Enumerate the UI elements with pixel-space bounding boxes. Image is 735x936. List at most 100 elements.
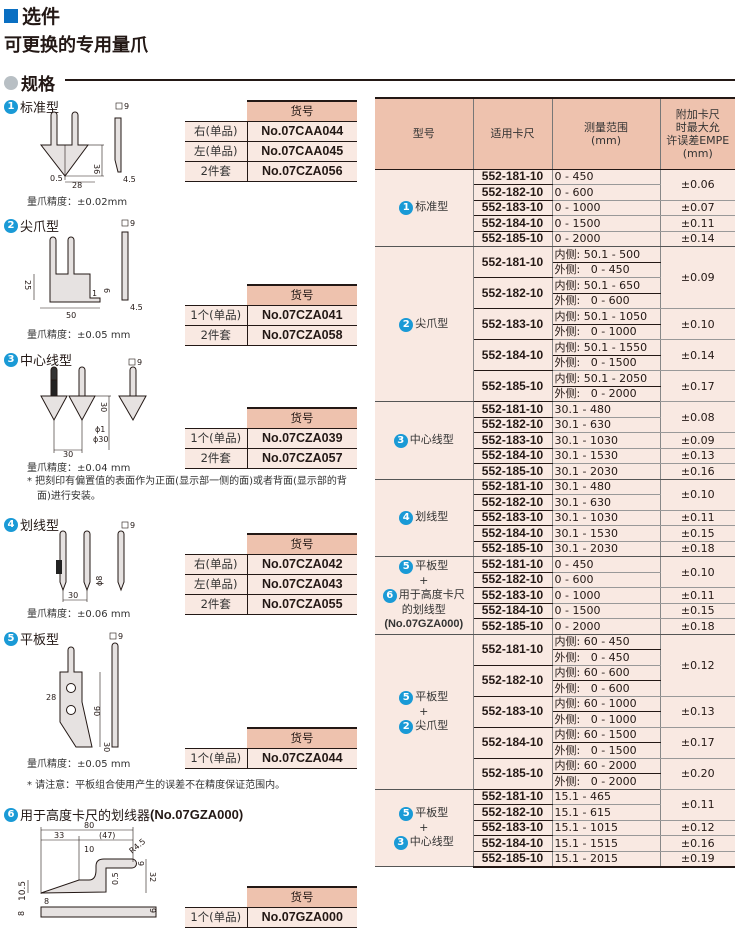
caliper-model: 552-185-10	[473, 541, 553, 557]
caliper-model: 552-184-10	[473, 835, 553, 852]
measuring-range: 0 - 600	[552, 572, 661, 588]
table-row: 外侧: 0 - 1000	[375, 324, 735, 340]
max-permissible-error: ±0.17	[660, 727, 735, 759]
dim-label: 30	[99, 402, 108, 412]
max-permissible-error: ±0.16	[660, 835, 735, 852]
measuring-range: 内侧: 50.1 - 500	[552, 246, 661, 263]
caliper-model: 552-184-10	[473, 215, 553, 232]
dim-label: 30	[102, 742, 111, 752]
max-permissible-error: ±0.06	[660, 169, 735, 201]
centerline-jaw-diagram: 9 30 ϕ1 ϕ30 30	[40, 358, 147, 458]
measuring-range: 内侧: 60 - 2000	[552, 758, 661, 774]
caliper-model: 552-183-10	[473, 510, 553, 526]
number-badge-icon: 3	[4, 352, 18, 367]
max-permissible-error: ±0.15	[660, 603, 735, 619]
number-badge-icon: 2	[4, 218, 18, 233]
dim-label: ϕ30	[93, 435, 108, 444]
number-badge-icon: 5	[4, 631, 18, 646]
measuring-range: 外侧: 0 - 2000	[552, 386, 661, 402]
caliper-model: 552-185-10	[473, 231, 553, 247]
measuring-range: 内侧: 50.1 - 1550	[552, 339, 661, 356]
dim-label: 10	[84, 845, 94, 854]
measuring-range: 15.1 - 1515	[552, 835, 661, 852]
dim-label: 80	[84, 822, 94, 830]
max-permissible-error: ±0.10	[660, 308, 735, 340]
precision-text: 量爪精度：±0.04 mm	[27, 463, 131, 474]
code-header: 货号	[247, 407, 357, 429]
caliper-model: 552-182-10	[473, 277, 553, 309]
measuring-range: 0 - 2000	[552, 618, 661, 635]
max-permissible-error: ±0.15	[660, 525, 735, 542]
caliper-model: 552-185-10	[473, 463, 553, 480]
measuring-range: 外侧: 0 - 2000	[552, 773, 661, 790]
blue-square-icon	[4, 8, 18, 23]
measuring-range: 外侧: 0 - 1000	[552, 324, 661, 340]
table-row: 1个(单品)No.07CZA044	[185, 748, 357, 769]
max-permissible-error: ±0.13	[660, 696, 735, 728]
flat-jaw-diagram: 9 28 90 30	[46, 632, 123, 752]
number-badge-icon: 2	[399, 719, 414, 734]
dim-label: 90	[92, 706, 101, 716]
part-code-table-4: 货号 右(单品)No.07CZA042 左(单品)No.07CZA043 2件套…	[185, 533, 357, 615]
dim-label: 8	[44, 897, 49, 906]
max-permissible-error: ±0.11	[660, 215, 735, 232]
caliper-model: 552-183-10	[473, 308, 553, 340]
measuring-range: 外侧: 0 - 1500	[552, 355, 661, 371]
number-badge-icon: 6	[4, 807, 18, 822]
number-badge-icon: 5	[399, 806, 414, 821]
max-permissible-error: ±0.20	[660, 758, 735, 790]
measuring-range: 30.1 - 480	[552, 401, 661, 418]
max-permissible-error: ±0.11	[660, 789, 735, 821]
measuring-range: 30.1 - 1030	[552, 510, 661, 526]
table-row: 外侧: 0 - 450	[375, 649, 735, 666]
height-gauge-scriber-diagram: 80 33 (47) 10 R4.5 9 32 10.5 0.5 8 8 9	[17, 822, 157, 918]
section-heading: 选件	[4, 2, 60, 29]
mounting-note: * 把刻印有偏置值的表面作为正面(显示部一侧的面)或者背面(显示部的背面)进行安…	[27, 476, 347, 502]
caliper-model: 552-185-10	[473, 758, 553, 790]
measuring-range: 内侧: 60 - 450	[552, 634, 661, 650]
max-permissible-error: ±0.16	[660, 463, 735, 480]
caliper-model: 552-184-10	[473, 525, 553, 542]
table-row: 外侧: 0 - 450	[375, 262, 735, 278]
code-header: 货号	[247, 100, 357, 122]
dim-label: 10.5	[18, 881, 28, 901]
dim-label: 4.5	[130, 303, 143, 312]
measuring-range: 内侧: 60 - 600	[552, 665, 661, 681]
max-permissible-error: ±0.14	[660, 339, 735, 371]
dim-label: ϕ8	[95, 576, 104, 586]
caliper-model: 552-183-10	[473, 696, 553, 728]
max-permissible-error: ±0.11	[660, 510, 735, 526]
dim-label: 30	[68, 591, 78, 600]
number-badge-icon: 1	[4, 99, 18, 114]
caliper-model: 552-184-10	[473, 727, 553, 759]
measuring-range: 0 - 2000	[552, 231, 661, 247]
precision-text: 量爪精度：±0.06 mm	[27, 609, 131, 620]
caliper-model: 552-181-10	[473, 246, 553, 278]
code-header: 货号	[247, 886, 357, 908]
number-badge-icon: 2	[399, 317, 414, 332]
standard-jaw-diagram: 9 36 0.5 28 4.5	[39, 102, 136, 188]
dim-label: 32	[148, 872, 157, 882]
dim-label: 30	[63, 450, 73, 458]
measuring-range: 外侧: 0 - 450	[552, 262, 661, 278]
max-permissible-error: ±0.18	[660, 618, 735, 635]
